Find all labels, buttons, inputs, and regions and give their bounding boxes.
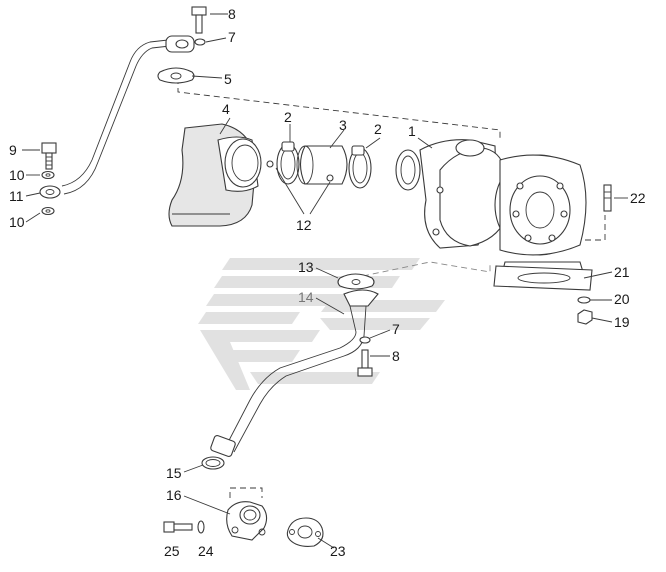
callout-1: 1 [408, 123, 416, 139]
oil-supply-pipe [61, 35, 195, 195]
washer-mid [359, 336, 371, 344]
callout-11: 11 [9, 188, 24, 204]
banjo-bolt [41, 142, 57, 170]
callout-12: 12 [296, 217, 312, 233]
callout-23: 23 [330, 543, 346, 559]
callout-7-mid: 7 [392, 321, 400, 337]
callout-3: 3 [339, 117, 347, 133]
callout-10-bottom: 10 [9, 214, 25, 230]
assembly-dashed-lines [177, 78, 606, 498]
turbocharger [395, 139, 587, 283]
drain-flange [226, 501, 268, 541]
mounting-stud [603, 184, 612, 212]
flange-bolt-top [191, 6, 207, 34]
callout-labels: 8 7 5 4 2 3 2 1 12 9 10 11 10 22 21 20 1… [9, 6, 646, 559]
callout-2-left: 2 [284, 109, 292, 125]
callout-20: 20 [614, 291, 630, 307]
banjo-fitting [39, 185, 61, 199]
sealing-washer-lower [41, 206, 55, 216]
callout-8-top: 8 [228, 6, 236, 22]
callout-5: 5 [224, 71, 232, 87]
callout-7-top: 7 [228, 29, 236, 45]
callout-22: 22 [630, 190, 646, 206]
callout-13: 13 [298, 259, 314, 275]
flange-bolt-bottom [163, 521, 193, 533]
callout-19: 19 [614, 314, 630, 330]
stud-washer [577, 296, 591, 304]
callout-24: 24 [198, 543, 214, 559]
callout-21: 21 [614, 264, 630, 280]
hose-clamp-left [276, 141, 300, 185]
sealing-washer-upper [41, 170, 55, 180]
stud-nut [577, 309, 593, 325]
exhaust-gasket [493, 265, 593, 291]
hose-clamp-right [348, 145, 372, 189]
callout-10-top: 10 [9, 167, 25, 183]
callout-2-right: 2 [374, 121, 382, 137]
watermark-logo [198, 258, 445, 390]
connecting-hose [296, 145, 348, 185]
callout-15: 15 [166, 465, 182, 481]
callout-16: 16 [166, 487, 182, 503]
flange-gasket [286, 517, 324, 547]
clamp-screw-left [266, 160, 274, 168]
callout-25: 25 [164, 543, 180, 559]
leader-lines [22, 13, 628, 549]
callout-8-mid: 8 [392, 348, 400, 364]
callout-9: 9 [9, 142, 17, 158]
callout-14: 14 [298, 289, 314, 305]
washer-bottom [197, 520, 205, 534]
intake-elbow [168, 123, 262, 227]
callout-4: 4 [222, 101, 230, 117]
washer-top [194, 38, 206, 46]
clamp-screw-right [326, 174, 334, 182]
oil-pipe-gasket [157, 67, 195, 84]
o-ring [201, 456, 225, 470]
drain-gasket [337, 273, 375, 290]
flange-bolt-mid [357, 349, 373, 377]
